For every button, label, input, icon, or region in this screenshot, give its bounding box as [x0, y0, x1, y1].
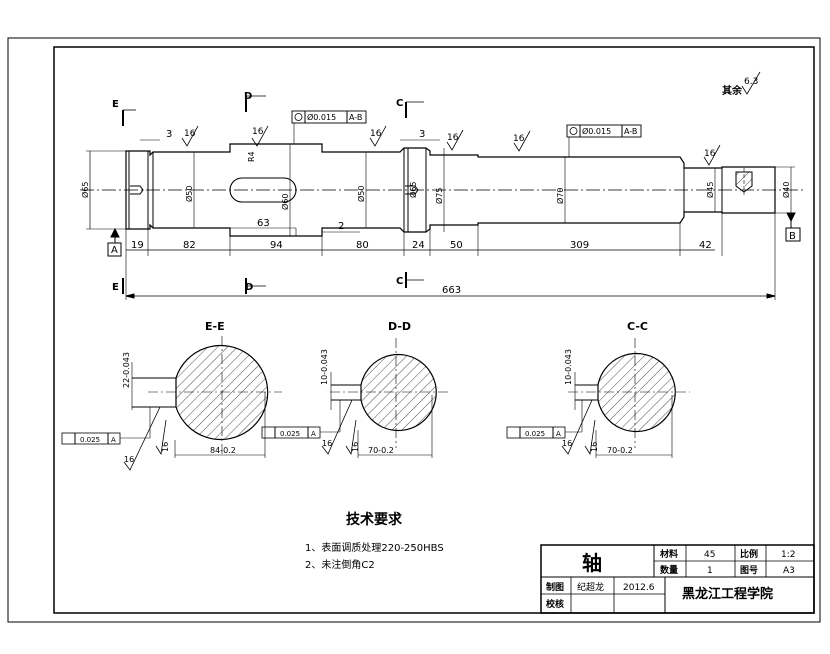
section-d-d: D-D 10-0.043 70-0.2 0.025 A 16 16 — [261, 320, 450, 458]
part-name: 轴 — [582, 551, 602, 575]
tolerance-2-value: Ø0.015 — [582, 126, 611, 136]
material-value: 45 — [704, 550, 715, 560]
section-mark-e-top: E — [112, 99, 119, 110]
drawn-by: 纪超龙 — [577, 581, 604, 593]
section-e-key-depth: 22-0.043 — [122, 352, 131, 388]
roughness-1: 16 — [184, 129, 196, 139]
tolerance-1-value: Ø0.015 — [307, 112, 336, 122]
scale-value: 1:2 — [781, 550, 795, 560]
dim-gap: 2 — [338, 221, 344, 232]
section-d-tol: 0.025 — [280, 430, 300, 438]
requirement-1: 1、表面调质处理220-250HBS — [305, 541, 444, 554]
dim-len-82: 82 — [183, 240, 196, 251]
dim-d60: Ø60 — [280, 194, 290, 210]
other-roughness-label: 其余 — [722, 84, 743, 97]
datum-a-label: A — [111, 245, 118, 256]
section-c-roughness-a: 16 — [562, 439, 572, 448]
tolerance-1-datum: A-B — [349, 113, 362, 122]
section-mark-e-bottom: E — [112, 282, 119, 293]
dim-len-19: 19 — [131, 240, 144, 251]
requirements-title: 技术要求 — [346, 511, 403, 528]
section-mark-d-bottom: D — [245, 282, 253, 293]
section-e-tol-datum: A — [111, 436, 116, 444]
material-label: 材料 — [659, 548, 678, 560]
main-view — [80, 71, 805, 300]
qty-label: 数量 — [660, 564, 678, 576]
section-e-e: E-E 22-0.043 84-0.2 0.025 A 16 16 — [61, 320, 282, 471]
dim-d65b: Ø65 — [408, 182, 418, 198]
outer-frame — [7, 37, 821, 623]
checked-label: 校核 — [546, 598, 564, 610]
drawing-no-label: 图号 — [740, 565, 758, 576]
section-c-title: C-C — [627, 320, 648, 333]
section-e-key-width: 84-0.2 — [210, 446, 236, 455]
section-e-tol: 0.025 — [80, 436, 100, 444]
date: 2012.6 — [623, 583, 655, 593]
datum-b-label: B — [789, 231, 796, 242]
dim-total: 663 — [442, 285, 461, 296]
section-e-roughness-b: 16 — [161, 442, 170, 452]
dim-chamfer-right: 3 — [419, 129, 425, 140]
section-mark-c-bottom: C — [396, 276, 403, 287]
dim-r4: R4 — [247, 151, 256, 162]
dim-d65: Ø65 — [80, 182, 90, 198]
drawing-no-value: A3 — [783, 566, 795, 576]
roughness-3: 16 — [370, 129, 382, 139]
section-d-key-depth: 10-0.043 — [320, 349, 329, 385]
technical-requirements: 技术要求 1、表面调质处理220-250HBS 2、未注倒角C2 — [305, 511, 444, 571]
dim-len-80: 80 — [356, 240, 369, 251]
requirement-2: 2、未注倒角C2 — [305, 558, 375, 571]
dim-d40: Ø40 — [781, 182, 791, 198]
dim-len-94: 94 — [270, 240, 283, 251]
roughness-2: 16 — [252, 127, 264, 137]
section-c-key-depth: 10-0.043 — [564, 349, 573, 385]
main-view-labels: E E D D C C A B 其余 6.3 16 16 16 16 16 16… — [80, 77, 796, 296]
dim-keyway: 63 — [257, 218, 270, 229]
dim-len-24: 24 — [412, 240, 425, 251]
section-d-title: D-D — [388, 320, 411, 333]
tolerance-2-datum: A-B — [624, 127, 637, 136]
section-c-key-width: 70-0.2 — [607, 446, 633, 455]
qty-value: 1 — [707, 566, 713, 576]
section-c-roughness-b: 16 — [590, 442, 599, 452]
section-d-roughness-b: 16 — [351, 442, 360, 452]
dim-len-309: 309 — [570, 240, 589, 251]
section-e-roughness-a: 16 — [124, 455, 134, 464]
title-block: 轴 材料 45 比例 1:2 数量 1 图号 A3 制图 纪超龙 2012.6 … — [540, 544, 815, 614]
roughness-5: 16 — [513, 134, 525, 144]
section-d-key-width: 70-0.2 — [368, 446, 394, 455]
section-c-tol: 0.025 — [525, 430, 545, 438]
section-c-tol-datum: A — [556, 430, 561, 438]
roughness-4: 16 — [447, 133, 459, 143]
scale-label: 比例 — [740, 548, 758, 560]
dim-d70: Ø70 — [555, 188, 565, 204]
section-d-tol-datum: A — [311, 430, 316, 438]
other-roughness-value: 6.3 — [744, 77, 758, 87]
dim-d50b: Ø50 — [356, 186, 366, 202]
school-name: 黑龙江工程学院 — [682, 586, 773, 602]
drawn-label: 制图 — [546, 581, 564, 593]
dim-chamfer-left: 3 — [166, 129, 172, 140]
section-mark-d-top: D — [244, 91, 252, 102]
dim-len-50: 50 — [450, 240, 463, 251]
section-e-title: E-E — [205, 320, 225, 333]
dim-d50: Ø50 — [184, 186, 194, 202]
inner-frame — [53, 46, 815, 614]
section-c-c: C-C 10-0.043 70-0.2 0.025 A 16 16 — [506, 320, 690, 458]
roughness-6: 16 — [704, 149, 716, 159]
dim-d75: Ø75 — [434, 188, 444, 204]
dim-d45: Ø45 — [705, 182, 715, 198]
section-d-roughness-a: 16 — [322, 439, 332, 448]
dim-len-42: 42 — [699, 240, 712, 251]
section-mark-c-top: C — [396, 98, 403, 109]
